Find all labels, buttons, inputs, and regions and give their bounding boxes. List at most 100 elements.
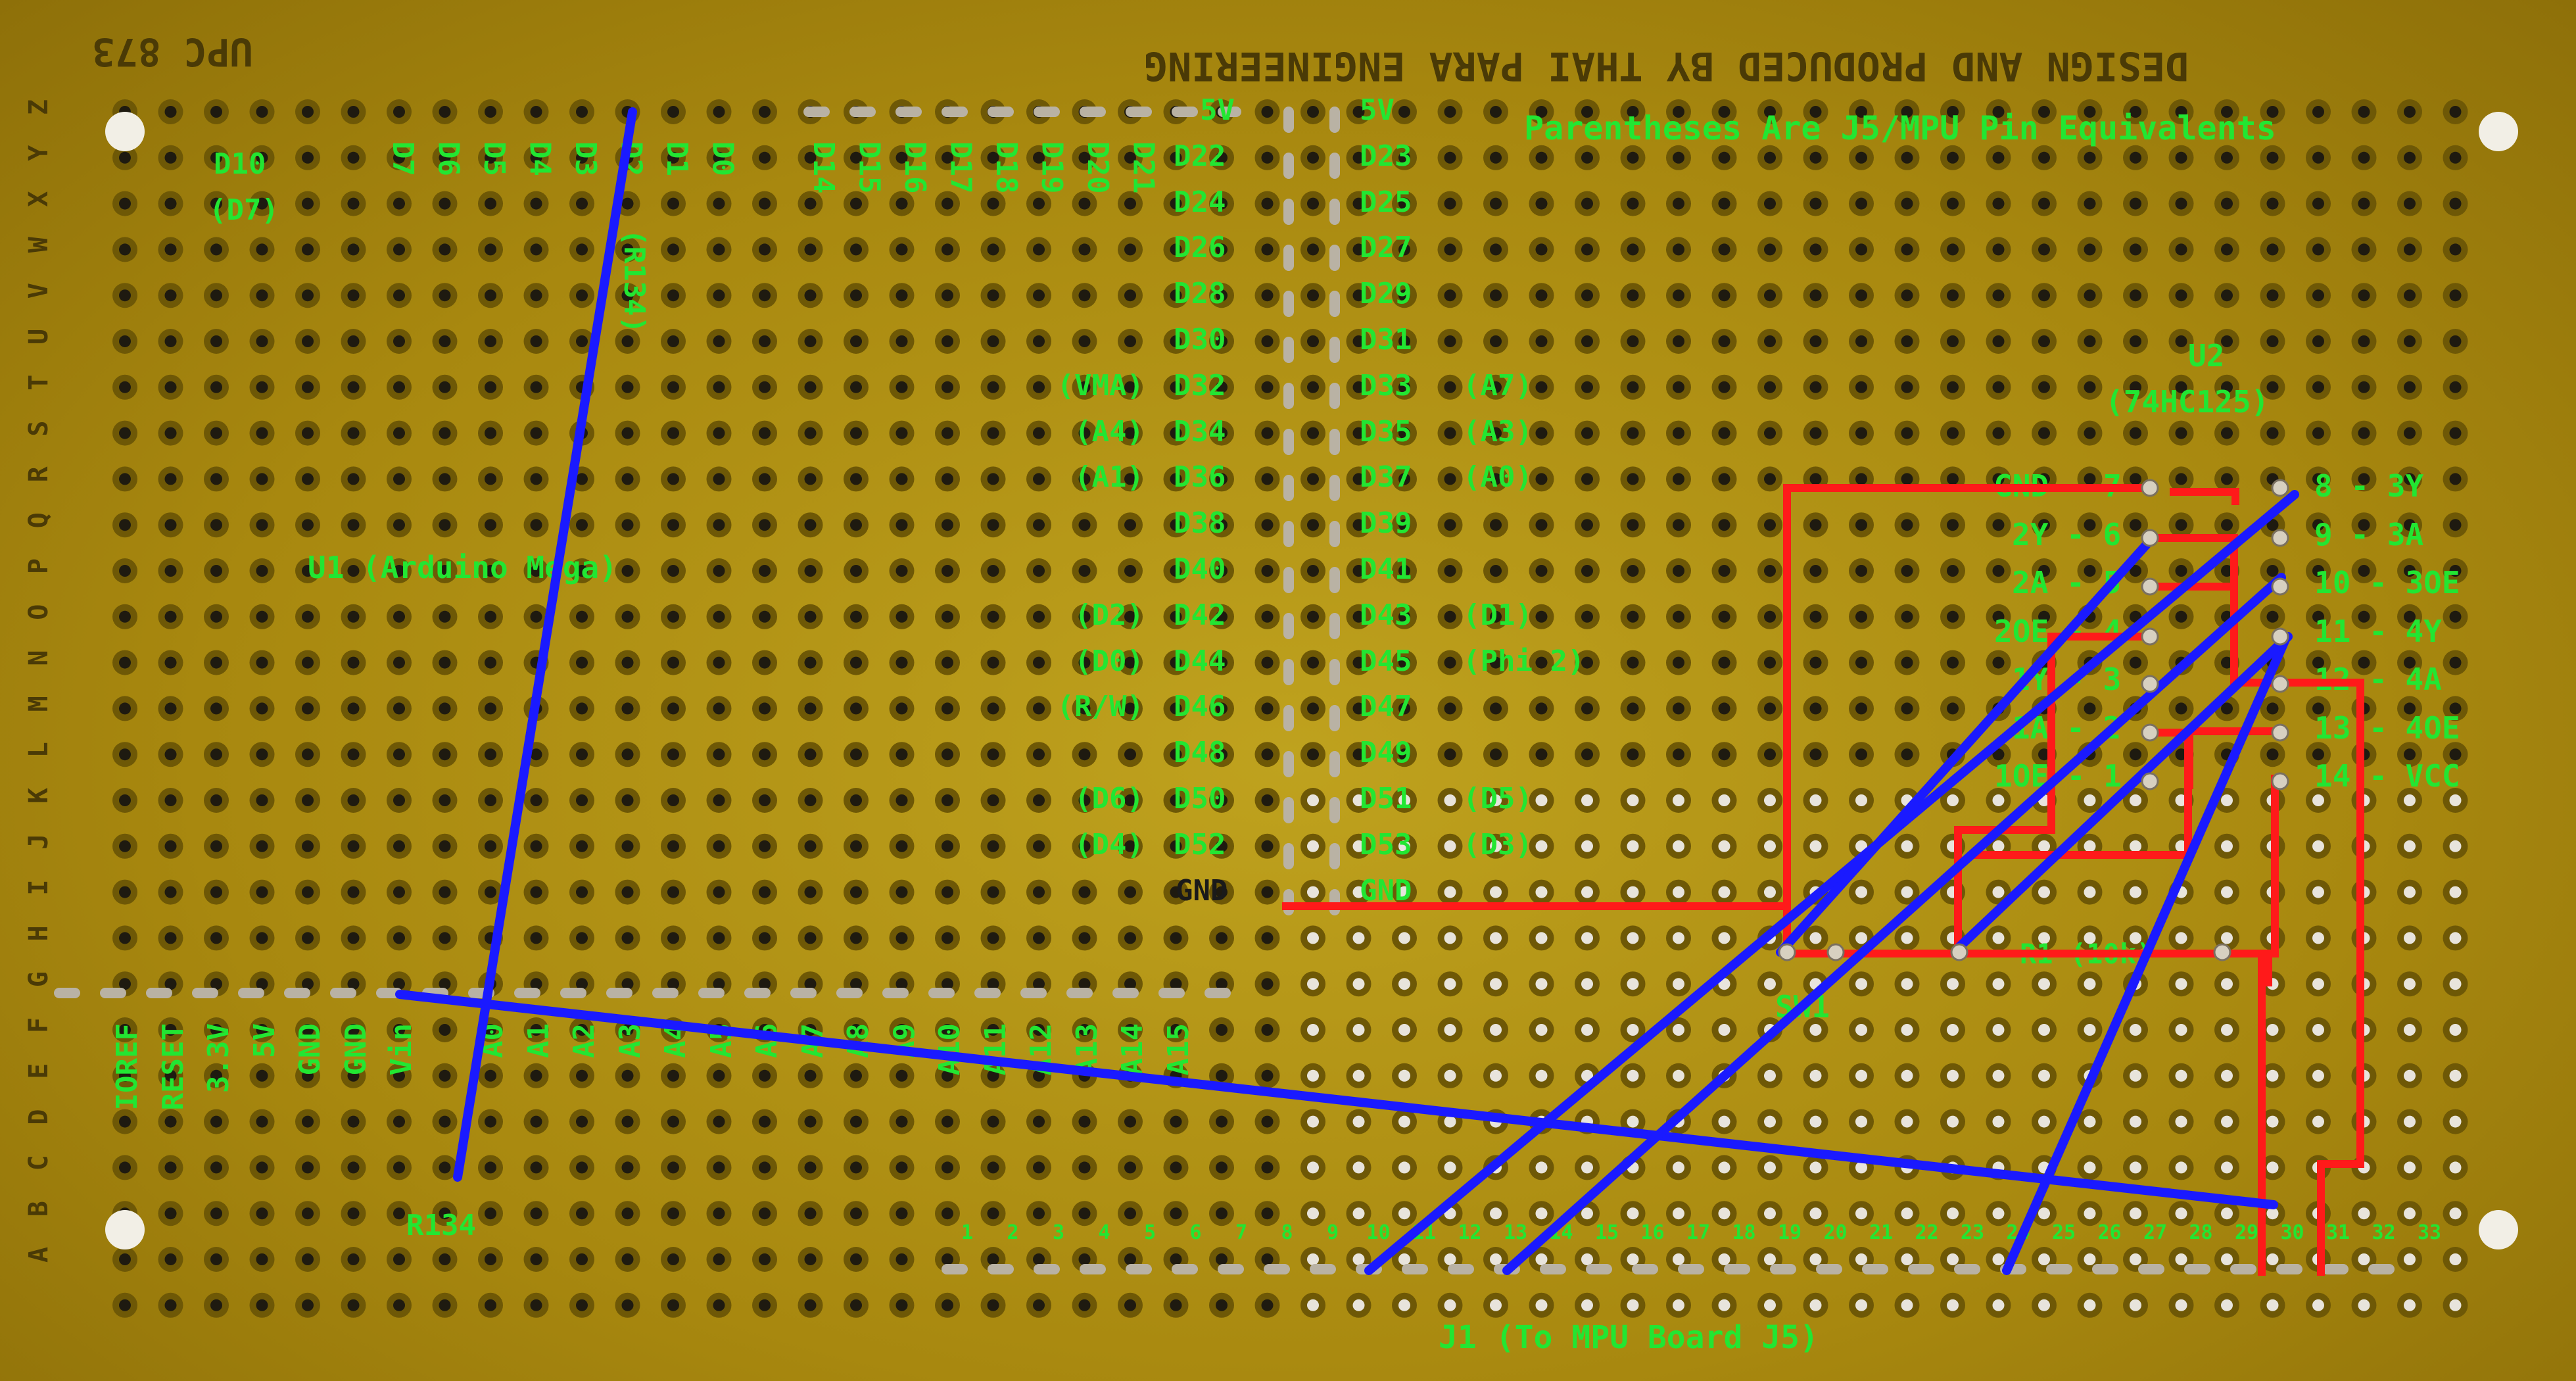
j1-pin-number: 10 [1366, 1221, 1391, 1244]
header-pin-D42: D42 [1174, 598, 1226, 632]
header-equiv: (A7) [1463, 368, 1533, 402]
j1-pin-number: 33 [2418, 1221, 2442, 1244]
header-equiv: (D1) [1463, 598, 1533, 632]
pin-label-D19: D19 [1035, 141, 1069, 194]
u2-right-pin: 13 - 4OE [2314, 710, 2460, 746]
header-pin-D48: D48 [1174, 736, 1226, 770]
row-letter: T [24, 375, 54, 391]
u2-right-pin: 9 - 3A [2314, 516, 2424, 552]
header-pin-D53: D53 [1360, 827, 1412, 861]
row-letter: V [24, 283, 54, 299]
header-pin-D50: D50 [1174, 782, 1226, 815]
header-pin-D41: D41 [1360, 552, 1412, 586]
header-pin-D29: D29 [1360, 277, 1412, 311]
u2-label: U2 [2188, 338, 2225, 374]
header-equiv: (A4) [1074, 414, 1144, 448]
header-equiv: (A1) [1074, 460, 1144, 495]
j1-pin-number: 21 [1869, 1221, 1894, 1244]
header-equiv: (A0) [1463, 460, 1533, 495]
solder-joints [1778, 479, 2289, 961]
j1-pin-number: 23 [1961, 1221, 1985, 1244]
row-letter: L [24, 742, 54, 758]
header-equiv: (D0) [1074, 644, 1144, 678]
j1-pin-number: 3 [1053, 1221, 1065, 1244]
pin-label-D4: D4 [523, 141, 557, 176]
row-letter: R [24, 466, 54, 482]
header-pin-D30: D30 [1174, 323, 1226, 356]
u2-left-pin: 1OE - 1 [1994, 758, 2122, 794]
header-pin-D33: D33 [1360, 368, 1412, 402]
j1-pin-number: 30 [2280, 1221, 2304, 1244]
header-equiv: (D4) [1074, 827, 1144, 861]
header-pin-D31: D31 [1360, 323, 1412, 356]
j1-pin-number: 26 [2097, 1221, 2122, 1244]
header-pin-D25: D25 [1360, 185, 1412, 219]
row-letter: S [24, 421, 54, 437]
j1-label: J1 (To MPU Board J5) [1439, 1319, 1819, 1356]
row-letter: I [24, 880, 54, 896]
u2-left-pin: 1A - 2 [2012, 710, 2122, 746]
j1-pin-number: 7 [1235, 1221, 1248, 1244]
row-letter: N [24, 650, 54, 666]
header-pin-D28: D28 [1174, 277, 1226, 311]
header-pin-GND: GND [1176, 873, 1228, 908]
header-pin-D49: D49 [1360, 736, 1412, 770]
header-pin-D46: D46 [1174, 690, 1226, 724]
j1-pin-number: 15 [1595, 1221, 1619, 1244]
row-letter: F [24, 1017, 54, 1033]
header-pin-D37: D37 [1360, 460, 1412, 495]
row-letter: H [24, 925, 54, 941]
row-letter: Q [24, 512, 54, 528]
j1-pin-number: 20 [1823, 1221, 1848, 1244]
u2-part-label: (74HC125) [2105, 384, 2270, 420]
j1-pin-number: 25 [2052, 1221, 2076, 1244]
pin-label-D6: D6 [431, 141, 465, 176]
u2-right-pin: 14 - VCC [2314, 758, 2460, 794]
j1-pin-number: 9 [1327, 1221, 1339, 1244]
j1-pin-number: 4 [1098, 1221, 1110, 1244]
header-equiv: (D5) [1463, 782, 1533, 815]
row-letter: J [24, 834, 54, 850]
j1-pin-number: 1 [961, 1221, 974, 1244]
header-pin-D40: D40 [1174, 552, 1226, 586]
j1-pin-number: 17 [1686, 1221, 1711, 1244]
j1-pin-number: 32 [2372, 1221, 2396, 1244]
row-letter: G [24, 971, 54, 987]
parentheses-note: Parentheses Are J5/MPU Pin Equivalents [1524, 109, 2276, 147]
header-equiv: (VMA) [1057, 368, 1144, 402]
d10-label: D10 [214, 147, 266, 181]
pin-label-D3: D3 [569, 141, 602, 176]
d10-equiv-label: (D7) [209, 193, 279, 227]
header-equiv: (D2) [1074, 598, 1144, 632]
u1-label: U1 (Arduino Mega) [308, 550, 617, 585]
j1-pin-number: 2 [1007, 1221, 1019, 1244]
pin-label-D20: D20 [1081, 141, 1114, 194]
header-pin-D52: D52 [1174, 827, 1226, 861]
blue-wires [395, 107, 2299, 1275]
header-pin-D32: D32 [1174, 368, 1226, 402]
j1-pin-number: 8 [1281, 1221, 1293, 1244]
header-pin-D39: D39 [1360, 506, 1412, 541]
j1-pin-number: 16 [1640, 1221, 1665, 1244]
header-equiv: (A3) [1463, 414, 1533, 448]
header-pin-D44: D44 [1174, 644, 1226, 678]
row-letter: D [24, 1109, 54, 1125]
row-letter: A [24, 1247, 54, 1263]
header-equiv: (D3) [1463, 827, 1533, 861]
row-letter: C [24, 1155, 54, 1171]
pin-label-D17: D17 [943, 141, 978, 194]
header-pin-D27: D27 [1360, 231, 1412, 265]
header-pin-D35: D35 [1360, 414, 1412, 448]
j1-pin-number: 29 [2235, 1221, 2259, 1244]
pin-label-D18: D18 [990, 141, 1023, 194]
red-traces [1282, 484, 2364, 1276]
u2-right-pin: 11 - 4Y [2314, 613, 2442, 649]
row-letter: X [24, 191, 54, 207]
u2-right-pin: 10 - 3OE [2314, 565, 2460, 600]
header-pin-D51: D51 [1360, 782, 1412, 815]
header-pin-D43: D43 [1360, 598, 1412, 632]
row-letter: B [24, 1201, 54, 1217]
header-pin-5V: 5V [1360, 93, 1395, 127]
